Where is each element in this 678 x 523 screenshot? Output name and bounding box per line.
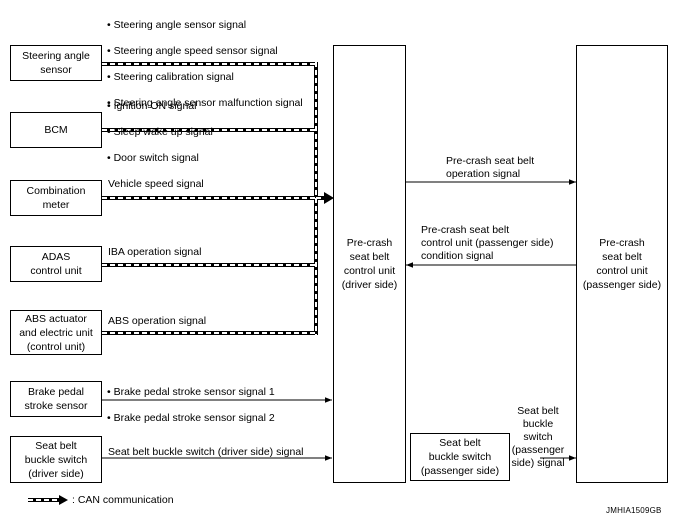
signal-item: Brake pedal stroke sensor signal 1 [107,386,275,399]
signal-item: Steering angle sensor signal [107,19,303,32]
bcm-box: BCM [10,112,102,148]
signal-item: Steering angle speed sensor signal [107,45,303,58]
signal-item: Steering calibration signal [107,71,303,84]
can-arrowhead [324,192,334,204]
abs-actuator-box: ABS actuator and electric unit (control … [10,310,102,355]
signal-item: Door switch signal [107,152,213,165]
vehicle-speed-signal-label: Vehicle speed signal [108,178,204,190]
bcm-signal-list: Ignition ON signal Sleep wake up signal … [107,87,213,178]
adas-control-unit-box: ADAS control unit [10,246,102,282]
steering-angle-sensor-box: Steering angle sensor [10,45,102,81]
brake-pedal-stroke-sensor-box: Brake pedal stroke sensor [10,381,102,417]
brake-pedal-signal-list: Brake pedal stroke sensor signal 1 Brake… [107,373,275,438]
legend-can-sample [28,495,68,505]
iba-operation-signal-label: IBA operation signal [108,246,202,258]
abs-operation-signal-label: ABS operation signal [108,315,207,327]
combination-meter-box: Combination meter [10,180,102,216]
buckle-driver-signal-label: Seat belt buckle switch (driver side) si… [108,446,304,458]
condition-signal-label: Pre-crash seat belt control unit (passen… [421,224,554,262]
signal-item: Ignition ON signal [107,100,213,113]
precrash-passenger-unit-box: Pre-crash seat belt control unit (passen… [576,45,668,483]
signal-item: Brake pedal stroke sensor signal 2 [107,412,275,425]
legend-can-label: : CAN communication [72,494,174,506]
figure-code: JMHIA1509GB [606,506,662,515]
hardwire-lines [102,179,576,461]
seat-belt-buckle-switch-passenger-box: Seat belt buckle switch (passenger side) [410,433,510,481]
buckle-passenger-signal-label: Seat belt buckle switch (passenger side)… [511,405,565,469]
precrash-driver-unit-box: Pre-crash seat belt control unit (driver… [333,45,406,483]
signal-item: Sleep wake up signal [107,126,213,139]
operation-signal-label: Pre-crash seat belt operation signal [446,155,535,180]
seat-belt-buckle-switch-driver-box: Seat belt buckle switch (driver side) [10,436,102,483]
